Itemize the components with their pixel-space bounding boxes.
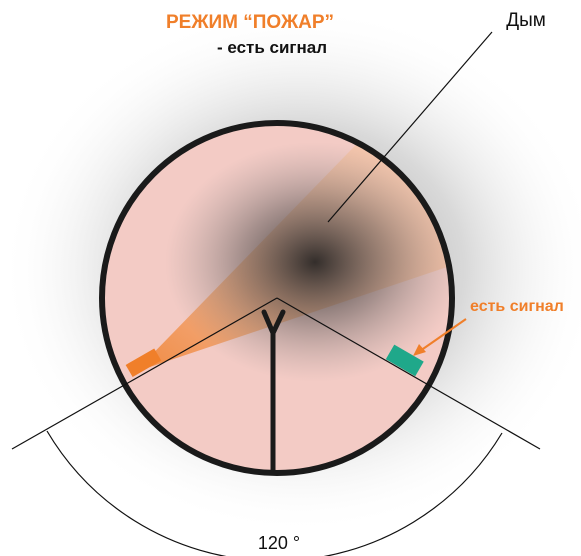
mode-subtitle: - есть сигнал — [217, 38, 327, 57]
light-emitter — [125, 348, 162, 378]
receiver-pointer-arrowhead — [413, 344, 426, 356]
smoke-cloud — [165, 142, 452, 382]
angle-line-right — [276, 297, 541, 450]
photo-receiver — [385, 344, 424, 377]
chamber-outline — [99, 120, 455, 476]
angle-line-left — [11, 297, 278, 450]
angle-label: 120 ° — [258, 533, 300, 553]
angle-arc — [46, 430, 503, 556]
center-post — [261, 309, 286, 473]
smoke-pointer-line — [327, 31, 493, 223]
smoke-label: Дым — [506, 10, 546, 31]
receiver-signal-label: есть сигнал — [470, 298, 564, 315]
mode-title: РЕЖИМ “ПОЖАР” — [166, 12, 334, 33]
receiver-pointer-arrow — [419, 318, 467, 352]
